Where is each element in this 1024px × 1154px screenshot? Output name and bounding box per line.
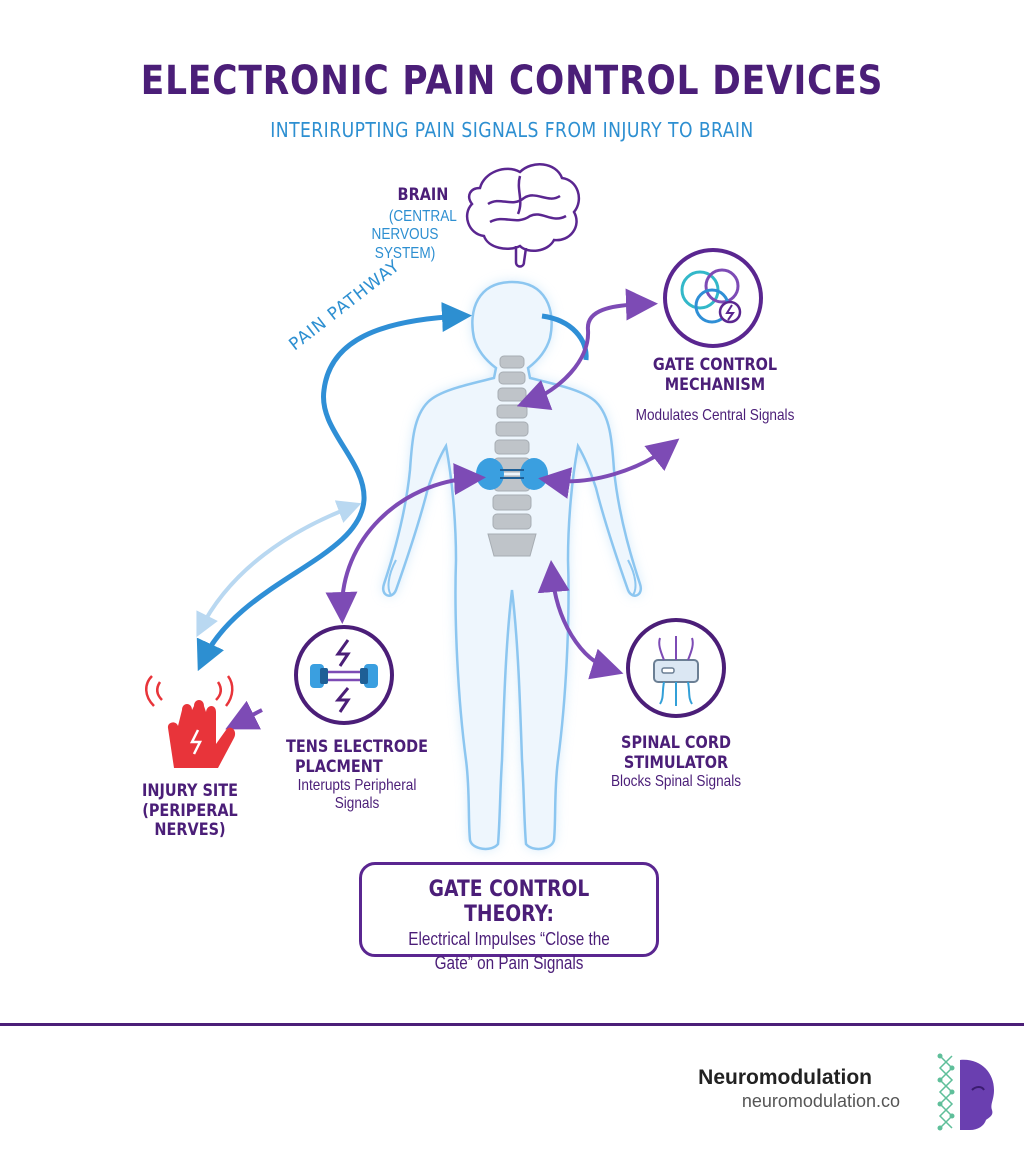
arrow-injury	[225, 700, 263, 730]
theory-line2: Gate” on Pain Signals	[434, 952, 584, 973]
page-title: ELECTRONIC PAIN CONTROL DEVICES	[140, 58, 884, 104]
pain-pathway-light-line	[196, 500, 362, 638]
brand-name: Neuromodulation	[698, 1066, 872, 1089]
gate-control-label: GATE CONTROL MECHANISM Modulates Central…	[635, 355, 795, 425]
brain-icon	[465, 163, 581, 268]
tens-label: TENS ELECTRODE PLACMENT Interupts Periph…	[286, 737, 428, 813]
signal-arrows	[225, 288, 680, 730]
gate-control-icon	[663, 248, 763, 348]
theory-title: GATE CONTROL THEORY:	[428, 877, 590, 927]
brain-sublabel: (CENTRAL NERVOUS SYSTEM)	[371, 208, 457, 262]
arrow-gate-control	[516, 288, 658, 410]
brain-label: BRAIN	[397, 185, 449, 205]
injury-label: INJURY SITE (PERIPERAL NERVES)	[142, 781, 238, 841]
electrode-icon	[294, 625, 394, 725]
scs-label: SPINAL CORD STIMULATOR Blocks Spinal Sig…	[610, 733, 742, 791]
page-subtitle: INTERIRUPTING PAIN SIGNALS FROM INJURY T…	[270, 118, 754, 142]
arrow-scs	[537, 560, 624, 680]
stimulator-icon	[626, 618, 726, 718]
theory-line1: Electrical Impulses “Close the	[408, 929, 610, 949]
footer-divider	[0, 1023, 1024, 1026]
arrow-tens	[325, 463, 486, 624]
arrow-gate-mid	[538, 438, 680, 499]
gate-control-theory-box: GATE CONTROL THEORY: Electrical Impulses…	[359, 862, 659, 973]
brand-url: neuromodulation.co	[741, 1091, 900, 1111]
hand-pain-icon	[145, 675, 236, 768]
